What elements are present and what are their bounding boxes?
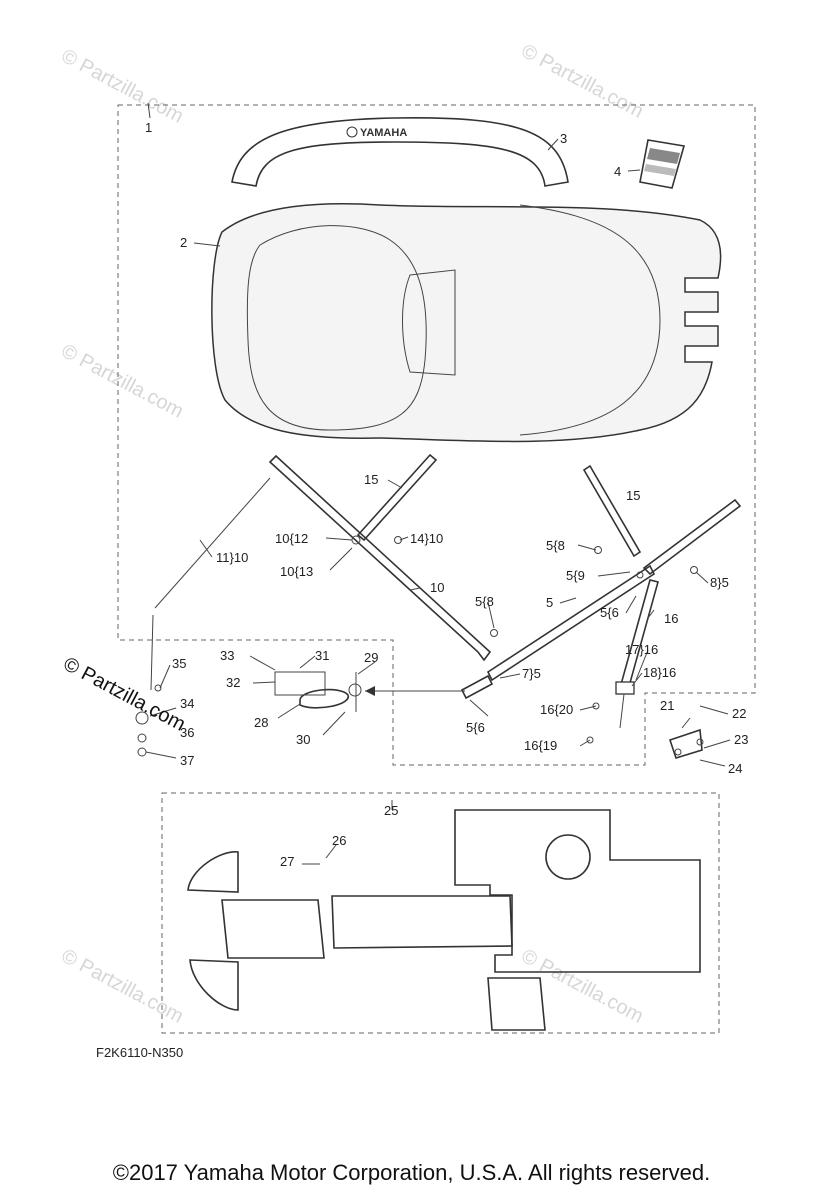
- callout-26: 26: [332, 833, 346, 848]
- watermark-faint: © Partzilla.com: [58, 45, 187, 128]
- callout-11-10: 11}10: [216, 550, 248, 565]
- watermark-faint: © Partzilla.com: [518, 40, 647, 123]
- callout-31: 31: [315, 648, 329, 663]
- diagram-code: F2K6110-N350: [96, 1045, 183, 1060]
- callout-16-20: 16{20: [540, 702, 573, 717]
- callout-30: 30: [296, 732, 310, 747]
- callout-4: 4: [614, 164, 621, 179]
- hardware-items: [135, 535, 704, 759]
- callout-37: 37: [180, 753, 194, 768]
- callout-2: 2: [180, 235, 187, 250]
- mat-group-boundary: [161, 792, 720, 1034]
- callout-16-19: 16{19: [524, 738, 557, 753]
- callout-29: 29: [364, 650, 378, 665]
- callout-14-10: 14}10: [410, 531, 443, 546]
- callout-3: 3: [560, 131, 567, 146]
- callout-10: 10: [430, 580, 444, 595]
- seat-cover-part: [211, 202, 722, 443]
- bimini-frame: [150, 453, 742, 729]
- callout-36: 36: [180, 725, 194, 740]
- callout-5-6-lower: 5{6: [466, 720, 485, 735]
- callout-5-8-upper: 5{8: [546, 538, 565, 553]
- watermark-faint: © Partzilla.com: [58, 340, 187, 423]
- callout-22: 22: [732, 706, 746, 721]
- callout-5-9: 5{9: [566, 568, 585, 583]
- callout-35: 35: [172, 656, 186, 671]
- callout-5: 5: [546, 595, 553, 610]
- callout-33: 33: [220, 648, 234, 663]
- callout-32: 32: [226, 675, 240, 690]
- parts-diagram: © Partzilla.com © Partzilla.com © Partzi…: [58, 40, 756, 1060]
- watermark-faint: © Partzilla.com: [58, 945, 187, 1028]
- callout-21: 21: [660, 698, 674, 713]
- callout-17-16: 17}16: [625, 642, 658, 657]
- callout-24: 24: [728, 761, 742, 776]
- callout-5-8-lower: 5{8: [475, 594, 494, 609]
- callout-34: 34: [180, 696, 194, 711]
- copyright-notice: ©2017 Yamaha Motor Corporation, U.S.A. A…: [112, 1160, 711, 1185]
- callout-16: 16: [664, 611, 678, 626]
- callout-8-5: 8}5: [710, 575, 729, 590]
- grab-handle-part: YAMAHA: [231, 117, 569, 187]
- upper-group-boundary: [117, 104, 756, 766]
- yamaha-logo: YAMAHA: [360, 127, 407, 139]
- mat-pieces: [187, 809, 701, 1031]
- callout-28: 28: [254, 715, 268, 730]
- watermark-faint: © Partzilla.com: [518, 945, 647, 1028]
- callout-1: 1: [145, 120, 152, 135]
- leader-lines: [145, 102, 731, 865]
- callout-7-5: 7}5: [522, 666, 541, 681]
- callout-23: 23: [734, 732, 748, 747]
- callout-10-12: 10{12: [275, 531, 308, 546]
- callout-labels: 1 2 3 4 15 15 10{12 10{13 14}10 11}10 10…: [145, 120, 748, 869]
- callout-15-left: 15: [364, 472, 378, 487]
- callout-27: 27: [280, 854, 294, 869]
- callout-5-6-upper: 5{6: [600, 605, 619, 620]
- background-watermarks: © Partzilla.com © Partzilla.com © Partzi…: [58, 40, 647, 1028]
- callout-25: 25: [384, 803, 398, 818]
- callout-10-13: 10{13: [280, 564, 313, 579]
- callout-18-16: 18}16: [643, 665, 676, 680]
- emblem-part: [639, 139, 686, 189]
- callout-15-right: 15: [626, 488, 640, 503]
- yamaha-emblem-icon: [346, 126, 358, 138]
